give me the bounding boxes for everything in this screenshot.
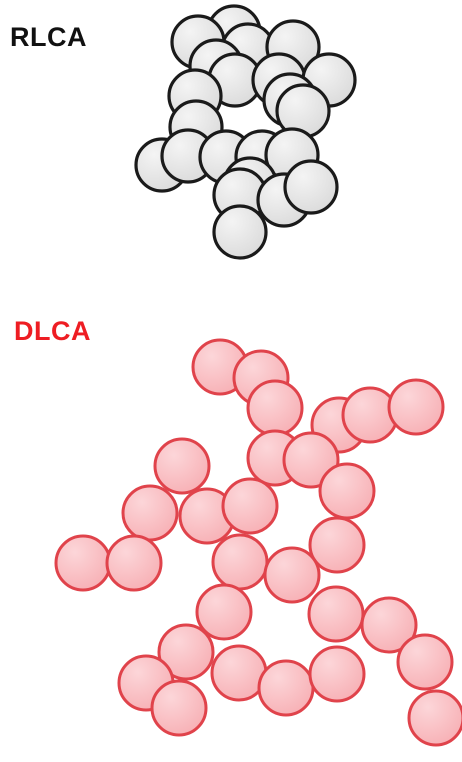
dlca-particle [123,486,177,540]
dlca-particle [409,691,462,745]
dlca-particle [56,536,110,590]
dlca-particle [309,587,363,641]
dlca-particle [265,548,319,602]
dlca-particle [320,464,374,518]
dlca-particle [310,647,364,701]
rlca-particle-cluster [136,6,355,258]
dlca-particle [107,536,161,590]
dlca-particle [223,479,277,533]
dlca-particle [259,661,313,715]
rlca-particle [214,206,266,258]
dlca-particle-cluster [56,340,462,745]
dlca-particle [389,380,443,434]
dlca-particle [155,439,209,493]
dlca-particle [248,381,302,435]
dlca-particle [398,635,452,689]
dlca-particle [213,535,267,589]
rlca-particle [285,161,337,213]
dlca-particle [152,681,206,735]
